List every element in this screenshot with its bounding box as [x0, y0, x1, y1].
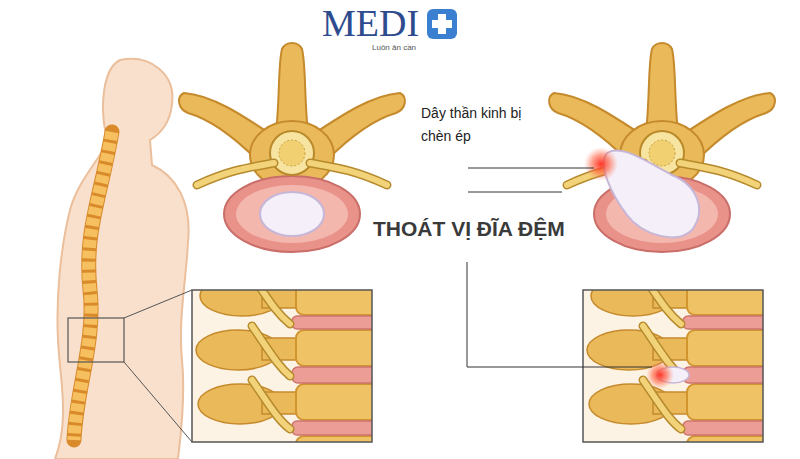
- nerve-label: Dây thần kinh bị chèn ép: [421, 102, 525, 148]
- logo-tagline: Luôn ân cần: [372, 44, 416, 52]
- title-label: THOÁT VỊ ĐĨA ĐỆM: [373, 216, 565, 241]
- logo-wordmark: MEDI: [322, 4, 419, 42]
